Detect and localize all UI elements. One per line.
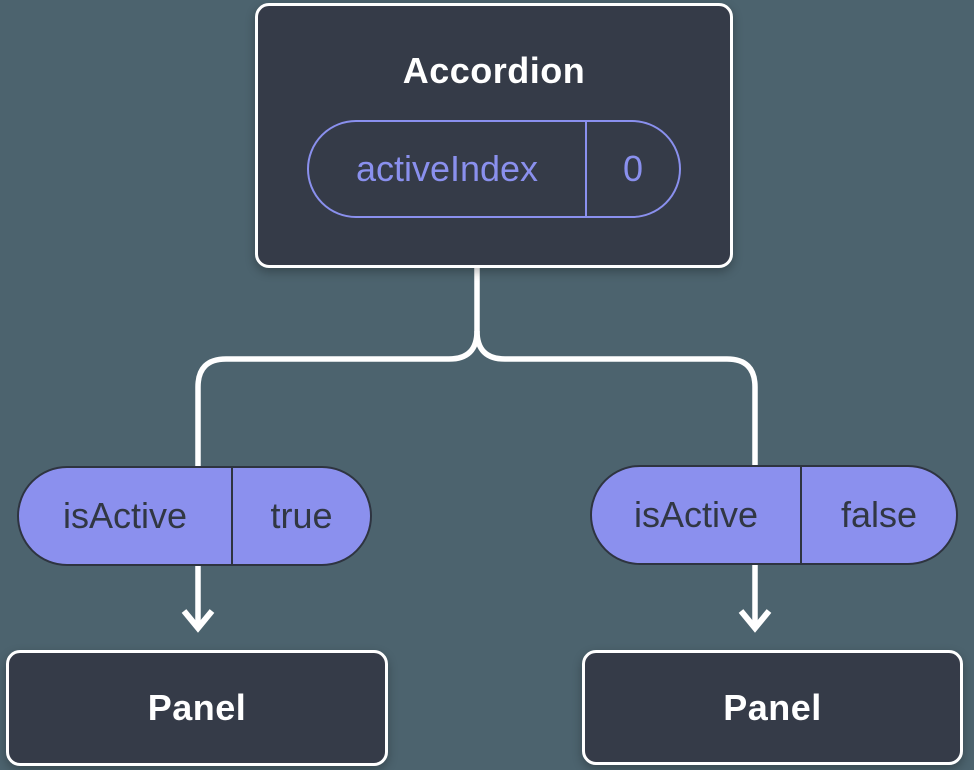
arrow-down-icon bbox=[181, 609, 215, 633]
state-pill-value: 0 bbox=[585, 122, 679, 216]
panel-node-right: Panel bbox=[582, 650, 963, 765]
prop-pill-name: isActive bbox=[633, 494, 759, 535]
accordion-node-title: Accordion bbox=[402, 50, 586, 91]
prop-pill-value: false bbox=[800, 467, 956, 563]
accordion-node: Accordion activeIndex 0 bbox=[255, 3, 733, 268]
connector-branch-left bbox=[195, 330, 480, 470]
prop-pill-name: isActive bbox=[62, 495, 188, 536]
state-pill-name: activeIndex bbox=[355, 148, 539, 189]
arrow-down-icon bbox=[738, 609, 772, 633]
state-pill-activeindex: activeIndex 0 bbox=[307, 120, 681, 218]
prop-pill-isactive-false: isActive false bbox=[590, 465, 958, 565]
prop-pill-isactive-true: isActive true bbox=[17, 466, 372, 566]
prop-pill-value: true bbox=[231, 468, 370, 564]
panel-node-title: Panel bbox=[147, 687, 247, 728]
connector-branch-right bbox=[474, 330, 758, 467]
panel-node-title: Panel bbox=[723, 686, 822, 728]
panel-node-left: Panel bbox=[6, 650, 388, 766]
